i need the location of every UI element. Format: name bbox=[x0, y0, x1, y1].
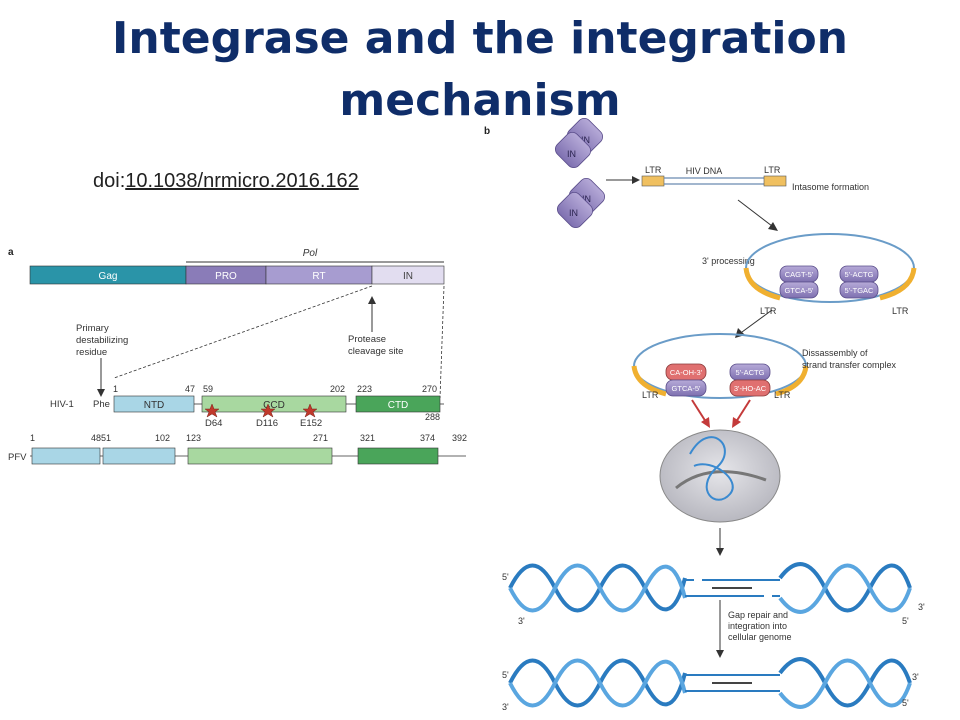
pfv-numbers: 1 4851 102 123 271 321 374 392 bbox=[30, 433, 467, 443]
svg-text:IN: IN bbox=[581, 135, 590, 145]
zoom-line-left bbox=[113, 285, 373, 379]
processing-in-left-bottom bbox=[779, 281, 819, 299]
dna2-3prime-right: 3' bbox=[912, 672, 919, 682]
svg-text:IN: IN bbox=[582, 194, 591, 204]
pfv-ned-domain bbox=[31, 447, 101, 465]
arrow-to-nucleus-left-head bbox=[701, 417, 710, 428]
doi-reference: doi:10.1038/nrmicro.2016.162 bbox=[93, 170, 359, 193]
processing-ltr-right-label: LTR bbox=[892, 306, 909, 316]
rt-label: RT bbox=[312, 271, 325, 282]
dna1-3prime-left: 3' bbox=[518, 616, 525, 626]
stc-dna-circle bbox=[633, 333, 807, 399]
primary-residue-arrowhead bbox=[97, 389, 105, 397]
d116-star-icon bbox=[260, 403, 276, 418]
panel-a-label: a bbox=[8, 247, 14, 258]
dna2-5prime-right: 5' bbox=[902, 698, 909, 708]
hiv-dna-label: HIV DNA bbox=[686, 166, 723, 176]
gap-repair-label: Gap repair and integration into cellular… bbox=[728, 610, 792, 642]
seq-actg-2: 5'-ACTG bbox=[736, 368, 765, 377]
protease-site-label: Protease cleavage site bbox=[348, 334, 403, 357]
catalytic-residues: D64 D116 E152 bbox=[205, 418, 322, 429]
pfv-ntd-domain bbox=[102, 447, 176, 465]
stc-ltr-right bbox=[775, 365, 809, 397]
stc-in-left-bottom bbox=[665, 379, 707, 397]
doi-link[interactable]: 10.1038/nrmicro.2016.162 bbox=[125, 170, 359, 192]
in-label: IN bbox=[403, 271, 413, 282]
arrow-to-processing-head bbox=[768, 222, 778, 231]
svg-text:IN: IN bbox=[569, 208, 578, 218]
ltr-left bbox=[641, 175, 665, 187]
ltr-left-label: LTR bbox=[645, 165, 662, 175]
d64-star-icon bbox=[204, 403, 220, 418]
seq-ca-oh: CA-OH-3' bbox=[670, 368, 703, 377]
slide-title-line2: mechanism bbox=[339, 75, 621, 126]
ntd-label: NTD bbox=[144, 400, 165, 411]
arrow-to-disassembly bbox=[741, 309, 773, 333]
disassembly-label: Dissassembly of strand transfer complex bbox=[802, 348, 897, 370]
arrow-to-integration-head bbox=[716, 548, 724, 556]
gag-label: Gag bbox=[99, 271, 118, 282]
arrow-to-processing bbox=[737, 199, 773, 227]
pol-label: Pol bbox=[303, 248, 318, 259]
dna2-5prime-left: 5' bbox=[502, 670, 509, 680]
processing-ltr-left bbox=[743, 267, 781, 301]
integrated-dna-gapped bbox=[508, 562, 912, 614]
arrow-to-dna-head bbox=[632, 176, 640, 184]
slide-title: Integrase and the integration mechanism bbox=[0, 8, 960, 132]
processing-dna-circle bbox=[745, 233, 915, 303]
integrase-domain-diagram: a Pol Gag PRO RT IN Primary destabilizin… bbox=[8, 247, 467, 465]
dna1-5prime-left: 5' bbox=[502, 572, 509, 582]
pfv-ccd-domain bbox=[187, 447, 333, 465]
in-dimer-bottom: IN IN bbox=[556, 177, 606, 229]
integration-mechanism-diagram: b IN IN IN IN LTR LTR HIV DNA Intasome f… bbox=[484, 118, 925, 712]
panel-b-label: b bbox=[484, 126, 490, 137]
dna1-5prime-right: 5' bbox=[902, 616, 909, 626]
seq-actg: 5'-ACTG bbox=[845, 270, 874, 279]
arrow-to-nucleus-left bbox=[691, 399, 707, 423]
doi-prefix: doi: bbox=[93, 170, 126, 192]
pro-label: PRO bbox=[215, 271, 237, 282]
viral-dna-loop bbox=[689, 436, 734, 501]
arrow-to-nucleus-right bbox=[735, 399, 751, 423]
pfv-ctd-domain bbox=[357, 447, 439, 465]
processing-ltr-left-label: LTR bbox=[760, 306, 777, 316]
processing-ltr-right bbox=[879, 267, 917, 301]
slide-title-line1: Integrase and the integration bbox=[112, 13, 848, 64]
ccd-label: CCD bbox=[263, 400, 285, 411]
integrated-dna-repaired bbox=[508, 657, 912, 709]
hiv1-numbers: 1 47 59 202 223 270 288 bbox=[113, 384, 440, 422]
seq-ho-ac: 3'-HO-AC bbox=[734, 384, 767, 393]
e152-star-icon bbox=[302, 403, 318, 418]
stc-ltr-left bbox=[631, 365, 667, 397]
in-dimer-top: IN IN bbox=[554, 118, 604, 169]
primary-destabilizing-label: Primary destabilizing residue bbox=[76, 323, 131, 358]
arrow-gap-repair-head bbox=[716, 650, 724, 658]
intasome-label: Intasome formation bbox=[792, 182, 869, 192]
seq-cagt: CAGT-5' bbox=[785, 270, 814, 279]
stc-in-right-bottom bbox=[729, 379, 771, 397]
zoom-line-right bbox=[439, 285, 445, 399]
arrow-to-nucleus-right-head bbox=[732, 417, 741, 428]
seq-tgac: 5'-TGAC bbox=[845, 286, 875, 295]
ltr-right-label: LTR bbox=[764, 165, 781, 175]
phe-label: Phe bbox=[93, 399, 110, 410]
ltr-right bbox=[763, 175, 787, 187]
in-domain bbox=[371, 265, 445, 285]
processing-label: 3' processing bbox=[702, 256, 755, 266]
processing-in-right-bottom bbox=[839, 281, 879, 299]
stc-ltr-right-label: LTR bbox=[774, 390, 791, 400]
protease-arrowhead bbox=[368, 296, 376, 304]
stc-ltr-left-label: LTR bbox=[642, 390, 659, 400]
hiv1-label: HIV-1 bbox=[50, 399, 74, 410]
svg-text:IN: IN bbox=[567, 149, 576, 159]
pfv-label: PFV bbox=[8, 452, 27, 463]
seq-gtca-2: GTCA-5' bbox=[672, 384, 702, 393]
nucleus bbox=[659, 429, 781, 523]
arrow-to-disassembly-head bbox=[735, 328, 745, 338]
ctd-label: CTD bbox=[388, 400, 409, 411]
seq-gtca: GTCA-5' bbox=[785, 286, 815, 295]
dna1-3prime-right: 3' bbox=[918, 602, 925, 612]
dna2-3prime-left: 3' bbox=[502, 702, 509, 712]
host-chromatin bbox=[675, 470, 767, 490]
